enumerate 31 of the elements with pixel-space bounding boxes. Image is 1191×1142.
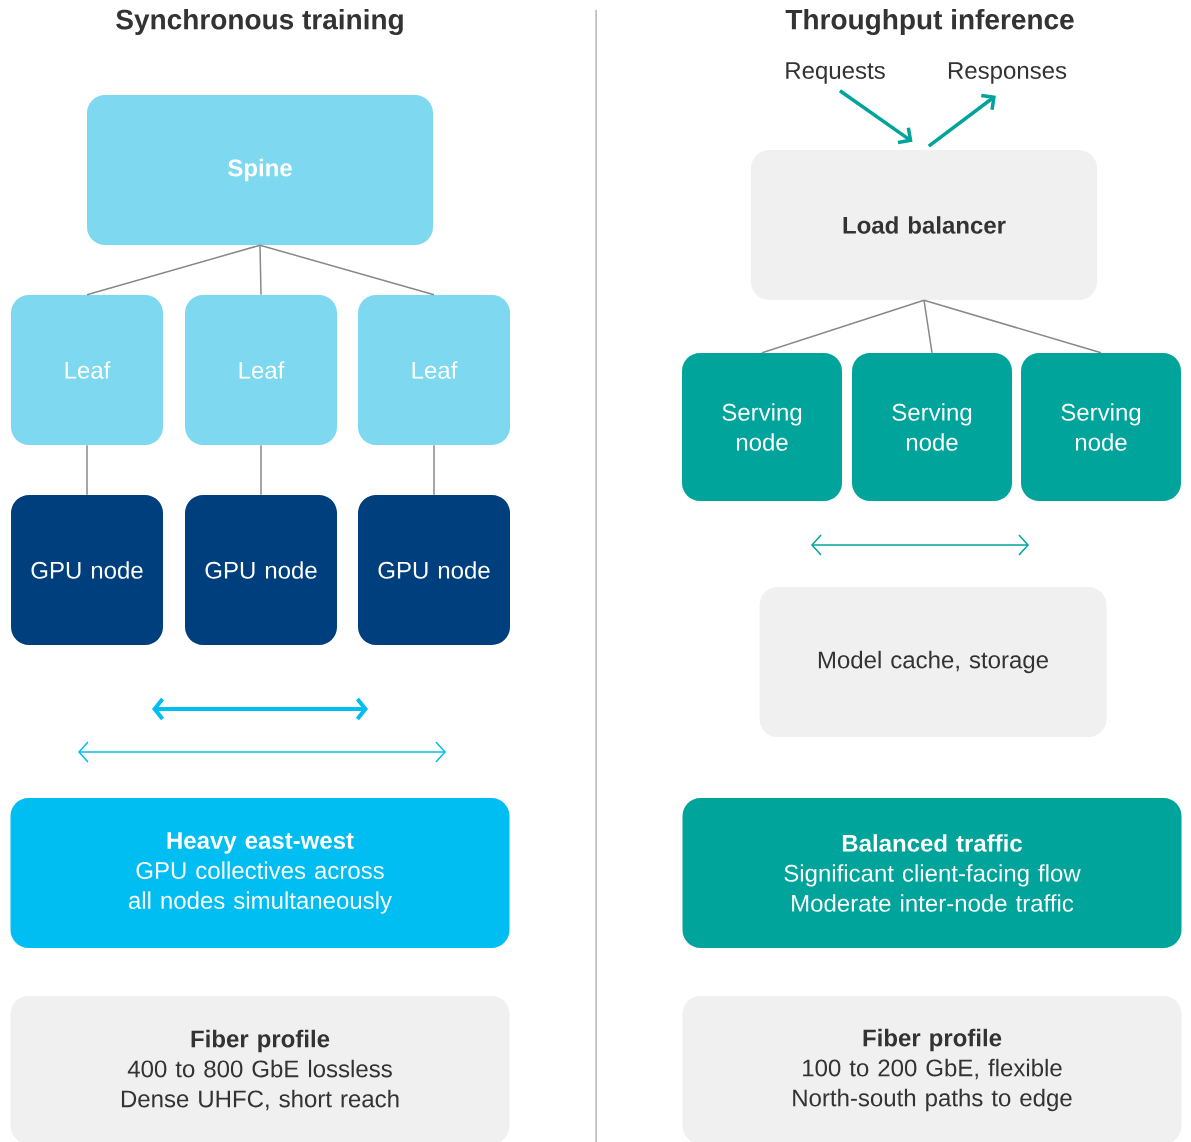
serving-node-box: Serving node	[1021, 353, 1181, 501]
label-text: Requests	[786, 62, 885, 84]
connector-line	[923, 299, 933, 354]
serving-node-box: Serving node	[682, 353, 842, 501]
serving-node-box: Serving node	[852, 353, 1012, 501]
connector-line	[260, 444, 262, 496]
leaf-box: Leaf	[185, 295, 337, 445]
connector-line	[923, 299, 1102, 354]
connector-line	[259, 244, 435, 296]
leaf-box: Leaf	[358, 295, 510, 445]
leaf-box: Leaf	[11, 295, 163, 445]
connector-line	[761, 299, 925, 354]
gpu-node-box: GPU node	[185, 495, 337, 645]
load-balancer-box: Load balancer	[751, 150, 1097, 300]
connector-line	[433, 444, 435, 496]
column-heading: Throughput inference	[785, 8, 1074, 36]
label-text: Responses	[948, 62, 1067, 84]
arrow	[927, 93, 996, 148]
spine-box: Spine	[87, 95, 433, 245]
connector-line	[86, 444, 88, 496]
gpu-node-box: GPU node	[358, 495, 510, 645]
connector-line	[259, 244, 262, 296]
storage-box: Model cache, storage	[759, 587, 1107, 737]
gpu-node-box: GPU node	[11, 495, 163, 645]
connector-line	[86, 244, 261, 296]
fiber-profile-box: Fiber profile 400 to 800 GbE lossless Dense UHFC, short reach	[10, 996, 510, 1142]
traffic-box: Balanced traffic Significant client-facing flow Moderate inter-node traffic	[682, 798, 1182, 948]
column-heading: Synchronous training	[116, 8, 403, 36]
arrow	[838, 89, 913, 145]
fiber-profile-box: Fiber profile 100 to 200 GbE, flexible North-south paths to edge	[682, 996, 1182, 1142]
traffic-box: Heavy east-west GPU collectives across all nodes simultaneously	[10, 798, 510, 948]
